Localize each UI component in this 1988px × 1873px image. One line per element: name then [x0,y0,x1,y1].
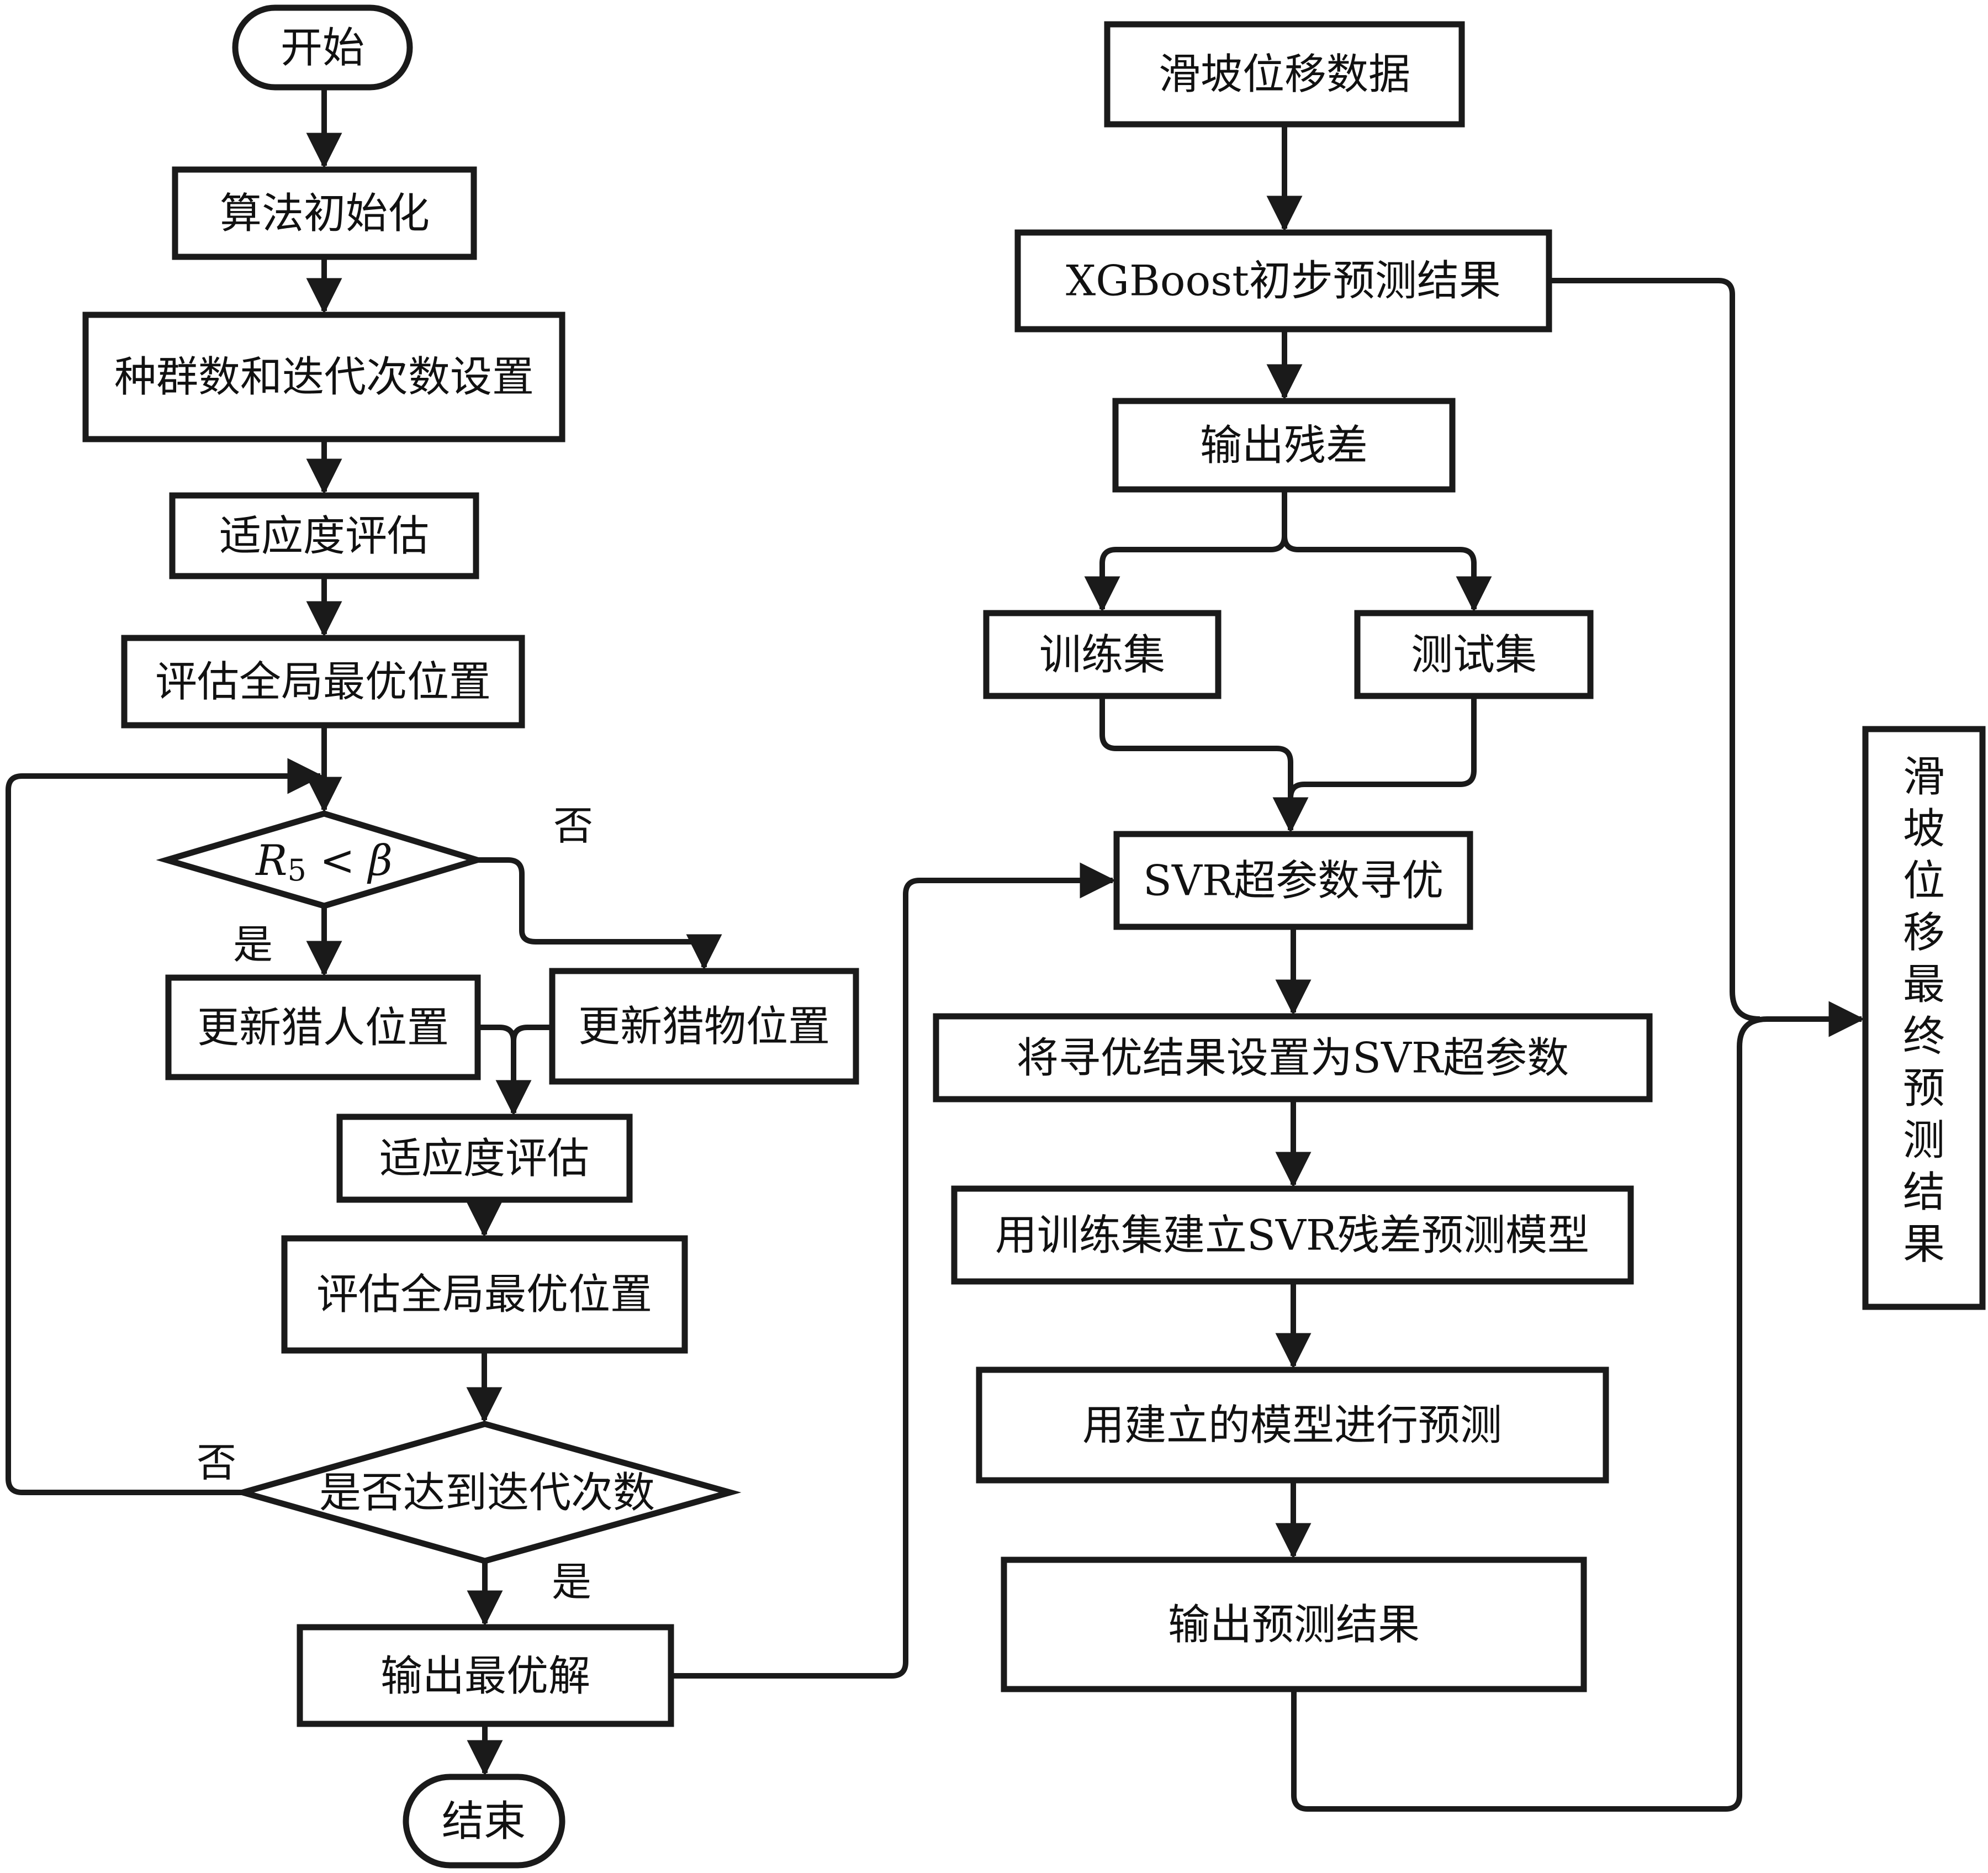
condition-1-no-label: 否 [553,803,593,849]
final-result-char-3: 位 [1903,856,1945,905]
update-hunter-node: 更新猎人位置 [165,974,481,1080]
fitness-eval-2-node: 适应度评估 [336,1114,633,1203]
end-label: 结束 [442,1797,526,1846]
init-label: 算法初始化 [220,189,430,238]
arrow-output-best-to-svr [671,862,1116,1679]
set-svr-params-node: 将寻优结果设置为SVR超参数 [933,1013,1653,1102]
xgboost-result-node: XGBoost初步预测结果 [1014,229,1552,333]
output-residual-label: 输出残差 [1200,421,1368,470]
update-hunter-label: 更新猎人位置 [197,1003,449,1052]
global-best-2-node: 评估全局最优位置 [281,1235,688,1354]
start-label: 开始 [281,23,364,72]
start-node: 开始 [232,4,413,91]
landslide-data-label: 滑坡位移数据 [1159,50,1410,99]
predict-with-model-node: 用建立的模型进行预测 [976,1367,1609,1484]
condition-2-decision: 是否达到迭代次数 [231,1421,742,1564]
init-node: 算法初始化 [172,166,477,260]
arrow-condition1-no-to-prey [477,857,722,970]
svr-optimize-node: SVR超参数寻优 [1113,831,1473,930]
line-prey-to-merge [511,1025,552,1042]
output-prediction-label: 输出预测结果 [1168,1600,1420,1649]
condition-2-no-label: 否 [197,1439,236,1486]
global-best-2-label: 评估全局最优位置 [316,1270,652,1319]
build-svr-model-label: 用训练集建立SVR残差预测模型 [995,1211,1589,1260]
predict-with-model-label: 用建立的模型进行预测 [1082,1401,1502,1450]
build-svr-model-node: 用训练集建立SVR残差预测模型 [951,1185,1634,1285]
train-set-node: 训练集 [983,610,1222,699]
line-test-to-svr [1288,696,1477,799]
xgboost-result-label: XGBoost初步预测结果 [1066,256,1501,305]
line-output-to-final [1291,1001,1865,1812]
final-result-char-5: 最 [1903,960,1945,1009]
arrow-updates-merge-to-fitness2 [478,1025,532,1116]
set-svr-params-label: 将寻优结果设置为SVR超参数 [1017,1033,1569,1083]
fitness-eval-1-label: 适应度评估 [219,511,429,561]
final-result-char-4: 移 [1903,908,1945,957]
arrow-residual-to-test [1282,535,1492,613]
output-best-node: 输出最优解 [297,1624,674,1727]
output-best-label: 输出最优解 [380,1652,590,1701]
population-setting-label: 种群数和迭代次数设置 [114,352,534,402]
fitness-eval-1-node: 适应度评估 [169,492,479,579]
condition-2-yes-label: 是 [552,1559,591,1605]
output-residual-node: 输出残差 [1112,398,1456,493]
final-result-char-6: 终 [1903,1012,1945,1061]
output-prediction-node: 输出预测结果 [1001,1557,1587,1692]
arrow-condition2-no-loop [6,758,324,1495]
final-result-char-1: 滑 [1903,752,1945,801]
final-result-char-9: 结 [1903,1168,1945,1217]
global-best-1-label: 评估全局最优位置 [155,657,491,706]
final-result-char-10: 果 [1903,1220,1945,1269]
final-result-char-2: 坡 [1903,804,1945,853]
global-best-1-node: 评估全局最优位置 [121,635,525,729]
condition-1-yes-label: 是 [233,921,273,968]
landslide-data-node: 滑坡位移数据 [1104,21,1465,128]
update-prey-node: 更新猎物位置 [549,968,859,1085]
line-train-to-svr [1099,696,1309,833]
final-result-char-8: 测 [1903,1116,1945,1165]
condition-1-decision: R5 < β [156,810,488,909]
svr-optimize-label: SVR超参数寻优 [1143,856,1444,905]
right-connectors [1084,124,1865,1812]
final-result-node: 滑 坡 位 移 最 终 预 测 结 果 [1862,726,1986,1310]
population-setting-node: 种群数和迭代次数设置 [82,312,565,442]
fitness-eval-2-label: 适应度评估 [379,1134,589,1183]
left-connectors [6,87,1116,1776]
condition-2-label: 是否达到迭代次数 [319,1468,655,1517]
line-xgboost-to-final [1549,278,1760,1022]
condition-1-label: R5 < β [255,836,393,888]
test-set-node: 测试集 [1354,610,1594,699]
train-set-label: 训练集 [1039,630,1165,679]
end-node: 结束 [403,1774,565,1869]
final-result-char-7: 预 [1903,1064,1945,1113]
update-prey-label: 更新猎物位置 [578,1002,830,1051]
test-set-label: 测试集 [1411,630,1537,679]
line-residual-split [1084,489,1287,613]
